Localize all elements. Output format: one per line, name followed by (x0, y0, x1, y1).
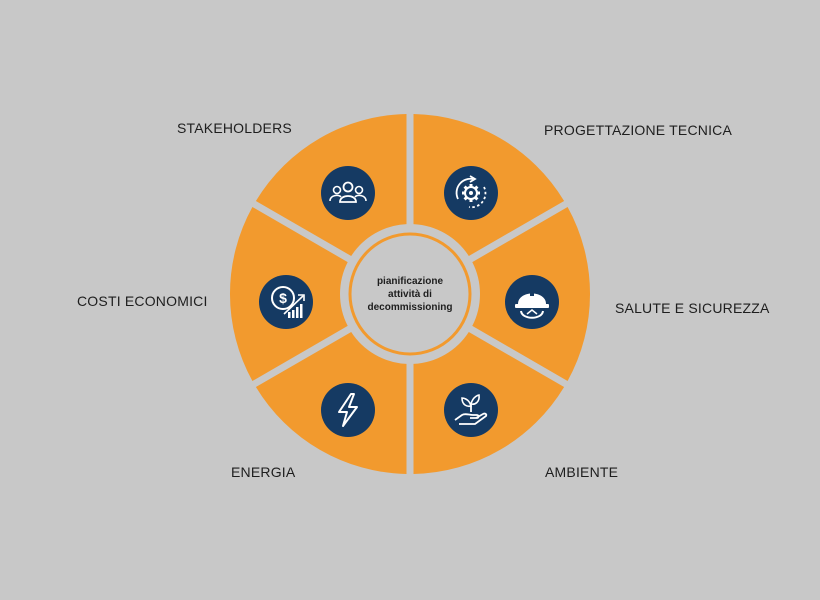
people-group-icon-circle (321, 166, 375, 220)
lightning-bolt-icon (321, 383, 375, 437)
coin-growth-icon-circle (259, 275, 313, 329)
lightning-bolt-icon-circle (321, 383, 375, 437)
label-salute-e-sicurezza: SALUTE E SICUREZZA (615, 300, 770, 316)
center-title: pianificazione attività di decommissioni… (352, 263, 468, 325)
people-group-icon (321, 166, 375, 220)
label-stakeholders: STAKEHOLDERS (177, 120, 292, 136)
hand-plant-icon (444, 383, 498, 437)
label-costi-economici: COSTI ECONOMICI (77, 293, 208, 309)
center-hub-ring (348, 232, 472, 356)
coin-growth-icon: $ (259, 275, 313, 329)
svg-text:$: $ (279, 290, 287, 306)
center-title-line-3: decommissioning (367, 301, 453, 313)
hard-hat-icon (505, 275, 559, 329)
label-progettazione-tecnica: PROGETTAZIONE TECNICA (544, 122, 733, 138)
label-energia: ENERGIA (231, 464, 296, 480)
label-ambiente: AMBIENTE (545, 464, 619, 480)
center-title-line-2: attività di (388, 288, 432, 300)
gear-cycle-icon (444, 166, 498, 220)
center-title-line-1: pianificazione (376, 275, 444, 287)
